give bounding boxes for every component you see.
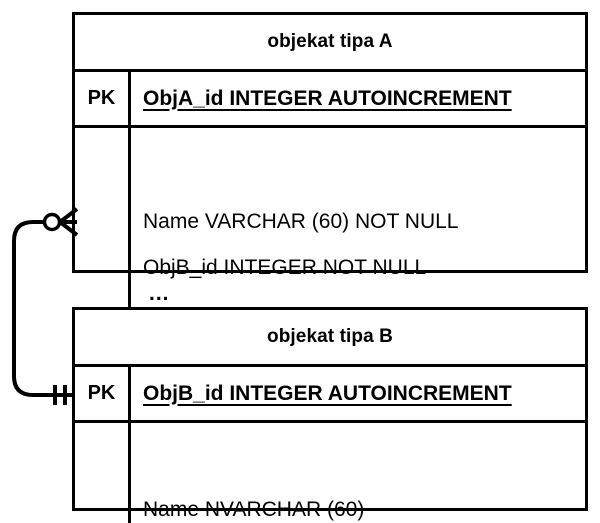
entity-b-pk-label: PK xyxy=(75,367,131,420)
entity-a-pk-row: PK ObjA_id INTEGER AUTOINCREMENT xyxy=(75,72,585,128)
entity-a-attribute-row: Name VARCHAR (60) NOT NULL ObjB_id INTEG… xyxy=(75,128,585,383)
entity-a-pk-label: PK xyxy=(75,72,131,125)
entity-b-pk-field-cell: ObjB_id INTEGER AUTOINCREMENT xyxy=(131,367,585,420)
entity-b-attribute-name: Name NVARCHAR (60) xyxy=(143,498,365,522)
entity-a-attr-key-cell xyxy=(75,128,131,383)
cardinality-exactly-one-icon xyxy=(53,385,67,405)
entity-b-title: objekat tipa B xyxy=(75,310,585,367)
entity-table-b[interactable]: objekat tipa B PK ObjB_id INTEGER AUTOIN… xyxy=(72,307,588,523)
entity-b-attr-key-cell xyxy=(75,423,131,523)
optional-circle-icon xyxy=(42,212,62,232)
entity-b-pk-row: PK ObjB_id INTEGER AUTOINCREMENT xyxy=(75,367,585,423)
relationship-line xyxy=(12,220,72,397)
entity-b-attribute-row: Name NVARCHAR (60) ... xyxy=(75,423,585,523)
entity-a-pk-field-cell: ObjA_id INTEGER AUTOINCREMENT xyxy=(131,72,585,125)
entity-a-attribute-name: Name VARCHAR (60) NOT NULL xyxy=(143,209,459,233)
entity-b-attribute-list: Name NVARCHAR (60) ... xyxy=(131,423,585,523)
entity-a-title: objekat tipa A xyxy=(75,15,585,72)
entity-a-ellipsis: ... xyxy=(149,282,170,306)
entity-table-a[interactable]: objekat tipa A PK ObjA_id INTEGER AUTOIN… xyxy=(72,12,588,383)
entity-a-attribute-objb-id: ObjB_id INTEGER NOT NULL xyxy=(143,256,427,279)
entity-a-attribute-list: Name VARCHAR (60) NOT NULL ObjB_id INTEG… xyxy=(131,128,585,383)
entity-b-primary-key: ObjB_id INTEGER AUTOINCREMENT xyxy=(143,381,512,405)
entity-a-primary-key: ObjA_id INTEGER AUTOINCREMENT xyxy=(143,86,512,110)
